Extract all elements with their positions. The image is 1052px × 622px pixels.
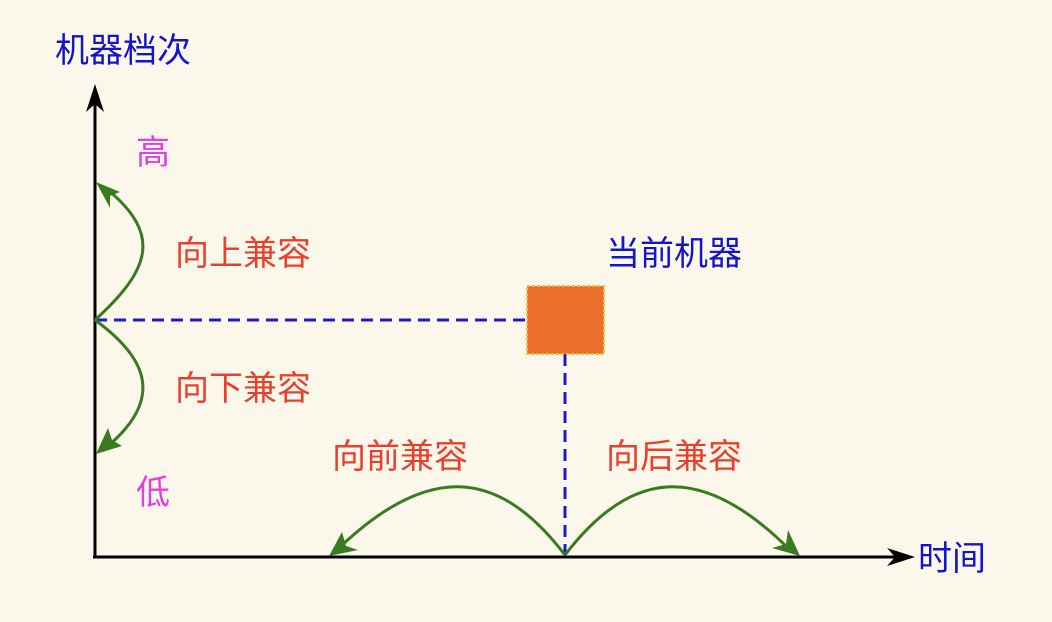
backward-compat-label: 向后兼容 [606,437,742,477]
x-axis-arrowhead [887,548,915,566]
current-machine-box [526,285,605,355]
upward-compat-arrowhead [96,182,120,208]
downward-compat-label: 向下兼容 [175,369,311,409]
forward-compat-arrow [335,485,567,556]
current-machine-label: 当前机器 [606,234,742,274]
y-axis-arrowhead [86,84,104,112]
forward-compat-arrowhead [329,532,358,556]
x-axis-label: 时间 [918,539,986,579]
forward-compat-label: 向前兼容 [332,437,468,477]
downward-compat-arrowhead [96,428,122,454]
backward-compat-arrow [563,485,792,556]
backward-compat-arrowhead [772,530,800,556]
upward-compat-arrow [93,188,145,322]
upward-compat-label: 向上兼容 [175,234,311,274]
level-low-label: 低 [136,473,170,513]
downward-compat-arrow [94,318,145,448]
level-high-label: 高 [136,133,170,173]
y-axis-label: 机器档次 [55,31,191,71]
